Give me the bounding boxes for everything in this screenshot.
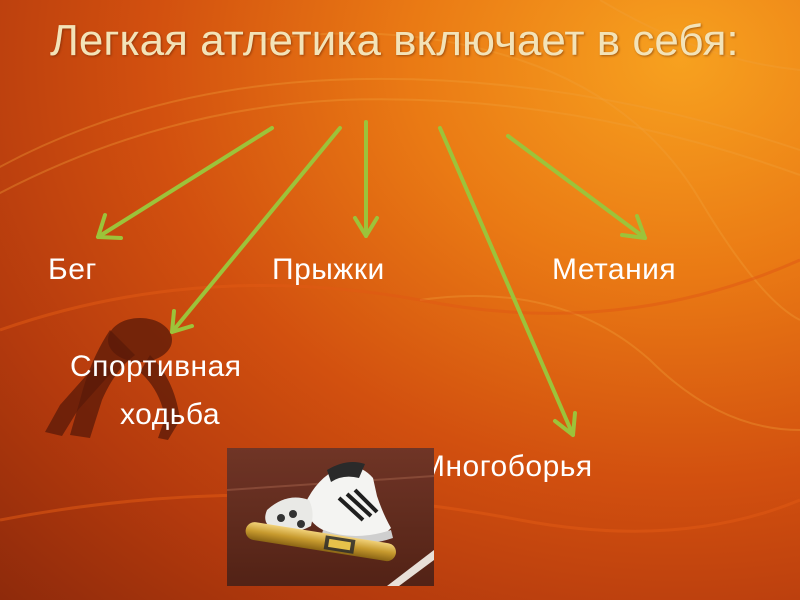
slide-title: Легкая атлетика включает в себя: (50, 16, 739, 65)
category-combined: Многоборья (420, 450, 593, 483)
arrow-to-walk (170, 126, 342, 334)
arrow-to-throws (506, 134, 647, 240)
category-walk-line1: Спортивная (70, 350, 242, 383)
shoes-and-baton-photo (227, 448, 434, 586)
category-jumps: Прыжки (272, 253, 385, 286)
arrow-to-combined (438, 126, 577, 437)
category-throws: Метания (552, 253, 677, 286)
category-run: Бег (48, 253, 97, 286)
arrow-to-jumps (353, 120, 379, 238)
arrow-to-run (96, 126, 274, 240)
category-walk-line2: ходьба (120, 398, 221, 431)
